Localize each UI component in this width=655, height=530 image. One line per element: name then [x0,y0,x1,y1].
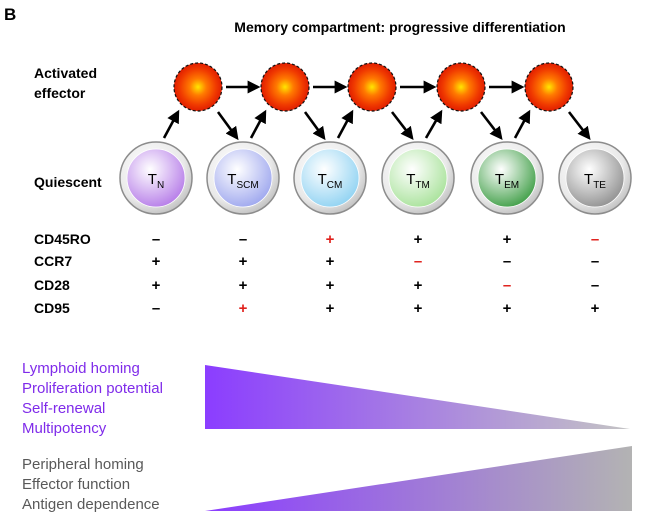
cell-label-sub: EM [504,180,519,191]
diagram-title: Memory compartment: progressive differen… [234,19,565,35]
marker-value-cd95-ttm: + [414,300,423,317]
cell-label-tn: TN [148,171,164,191]
marker-value-ccr7-tn: + [152,253,161,270]
arrow-up-1 [162,109,180,139]
cell-label-tscm: TSCM [227,171,258,191]
marker-value-cd28-tn: + [152,277,161,294]
cell-tcm: TCM [293,141,367,215]
cell-label-sub: TE [593,180,606,191]
marker-value-cd45ro-tn: – [152,231,160,248]
arrow-up-3 [336,109,354,139]
differentiation-arrows [162,80,591,141]
decreasing-trait: Multipotency [22,420,107,437]
effector-cells [173,62,574,112]
effector-cell-3 [347,62,397,112]
marker-name-ccr7: CCR7 [34,253,72,269]
effector-cell-4 [436,62,486,112]
effector-cell-5 [524,62,574,112]
marker-value-cd45ro-ttm: + [414,231,423,248]
cell-label-tcm: TCM [318,171,343,191]
marker-value-ccr7-ttm: – [414,253,422,270]
cell-label-sub: TM [415,180,429,191]
marker-value-cd45ro-tte: – [591,231,599,248]
decreasing-trait: Self-renewal [22,400,105,417]
decreasing-gradient-wedge [205,365,630,429]
cell-label-main: T [227,171,236,188]
marker-table: CD45RO – – + + + – CCR7 + + + – – – CD28 + + + + – – CD95 – + + +… [34,231,600,317]
decreasing-trait: Proliferation potential [22,380,163,397]
cell-tscm: TSCM [206,141,280,215]
increasing-trait: Peripheral homing [22,456,144,473]
marker-name-cd28: CD28 [34,277,70,293]
marker-value-cd45ro-tscm: – [239,231,247,248]
cell-label-main: T [495,171,504,188]
marker-value-cd95-tem: + [503,300,512,317]
arrow-down-3 [390,111,414,141]
marker-value-cd95-tte: + [591,300,600,317]
marker-value-cd95-tn: – [152,300,160,317]
arrow-up-4 [424,109,443,139]
cell-ttm: TTM [381,141,455,215]
cell-tem: TEM [470,141,544,215]
marker-name-cd95: CD95 [34,300,70,316]
increasing-trait: Antigen dependence [22,496,160,513]
increasing-trait: Effector function [22,476,130,493]
arrow-up-2 [249,109,267,139]
cell-label-ttm: TTM [406,171,430,191]
arrow-down-4 [479,111,503,141]
marker-value-cd95-tcm: + [326,300,335,317]
marker-value-ccr7-tte: – [591,253,599,270]
activated-label-line-1: Activated [34,65,97,81]
effector-cell-1 [173,62,223,112]
cell-tn: TN [119,141,193,215]
marker-name-cd45ro: CD45RO [34,231,91,247]
quiescent-label: Quiescent [34,174,102,190]
increasing-gradient-wedge [205,446,632,511]
panel-label: B [4,5,16,24]
marker-value-cd45ro-tcm: + [326,231,335,248]
marker-value-cd28-ttm: + [414,277,423,294]
cell-label-sub: N [157,180,164,191]
marker-value-ccr7-tcm: + [326,253,335,270]
arrow-up-5 [513,109,531,139]
arrow-down-2 [303,111,326,141]
cell-label-sub: CM [327,180,343,191]
marker-value-cd28-tte: – [591,277,599,294]
marker-value-ccr7-tem: – [503,253,511,270]
marker-value-cd28-tcm: + [326,277,335,294]
marker-value-cd95-tscm: + [239,300,248,317]
cell-label-main: T [318,171,327,188]
arrow-down-5 [567,111,591,141]
marker-value-cd45ro-tem: + [503,231,512,248]
cell-label-main: T [406,171,415,188]
marker-value-cd28-tem: – [503,277,511,294]
cell-label-tem: TEM [495,171,519,191]
arrow-down-1 [216,111,239,141]
cell-tte: TTE [558,141,632,215]
marker-value-ccr7-tscm: + [239,253,248,270]
marker-value-cd28-tscm: + [239,277,248,294]
cell-label-sub: SCM [236,180,258,191]
activated-label-line-2: effector [34,85,86,101]
effector-cell-2 [260,62,310,112]
cell-label-tte: TTE [584,171,606,191]
decreasing-trait: Lymphoid homing [22,360,140,377]
activated-label: Activated effector [34,65,101,101]
cell-label-main: T [148,171,157,188]
cell-label-main: T [584,171,593,188]
